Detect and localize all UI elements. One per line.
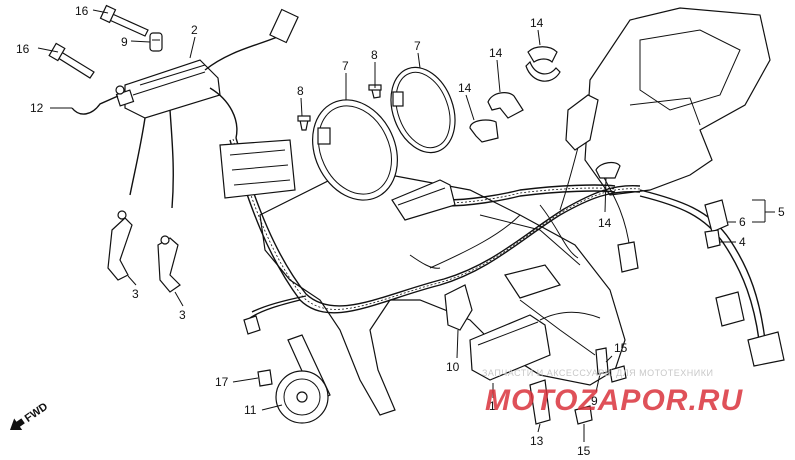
callout-9-bottom: 9	[591, 394, 598, 408]
callout-2: 2	[191, 23, 198, 37]
cable-strap-12	[71, 85, 125, 115]
fwd-direction-marker: FWD	[10, 401, 50, 430]
callout-5: 5	[778, 205, 785, 219]
spark-plug-caps	[107, 210, 181, 293]
regulator-10	[444, 264, 561, 331]
callout-7-right: 7	[414, 39, 421, 53]
bands-7	[312, 66, 456, 201]
watermark-brand: MOTOZAPOR.RU	[485, 384, 743, 417]
callout-10: 10	[446, 360, 460, 374]
leader-lines	[37, 9, 775, 442]
watermark-tagline: ЗАПЧАСТИ И АКСЕССУАРЫ ДЛЯ МОТОТЕХНИКИ	[482, 368, 713, 378]
callout-1: 1	[489, 399, 496, 413]
fwd-label: FWD	[23, 401, 50, 425]
modules	[219, 94, 785, 367]
callout-8-lower: 8	[297, 84, 304, 98]
horn-11	[275, 334, 331, 424]
fasteners-bottom	[243, 315, 627, 425]
callout-3-right: 3	[179, 308, 186, 322]
callout-14-lower: 14	[598, 216, 612, 230]
callout-15-upper: 15	[614, 341, 628, 355]
callout-14-top: 14	[530, 16, 544, 30]
callout-14-middle: 14	[489, 46, 503, 60]
callout-4: 4	[739, 235, 746, 249]
callout-11: 11	[244, 403, 257, 417]
callout-8-upper: 8	[371, 48, 378, 62]
fwd-arrow-icon	[10, 418, 25, 430]
callout-7-left: 7	[342, 59, 349, 73]
callouts: 16 16 9 2 12 8 7 8 7 14 14 14 14 6 5 4 3…	[16, 4, 785, 458]
watermark: ЗАПЧАСТИ И АКСЕССУАРЫ ДЛЯ МОТОТЕХНИКИ MO…	[482, 368, 743, 417]
clamps-14	[469, 46, 621, 179]
callout-6: 6	[739, 215, 746, 229]
unit-1	[469, 314, 551, 381]
callout-16-top: 16	[75, 4, 89, 18]
bolts-16	[48, 4, 149, 79]
callout-12: 12	[30, 101, 44, 115]
callout-17: 17	[215, 375, 229, 389]
callout-14-left: 14	[458, 81, 472, 95]
clip-9-top	[149, 32, 163, 52]
callout-9-top: 9	[121, 35, 128, 49]
callout-15-lower: 15	[577, 444, 591, 458]
main-harness	[229, 99, 766, 341]
callout-13: 13	[530, 434, 544, 448]
callout-16-left: 16	[16, 42, 30, 56]
callout-3-left: 3	[132, 287, 139, 301]
